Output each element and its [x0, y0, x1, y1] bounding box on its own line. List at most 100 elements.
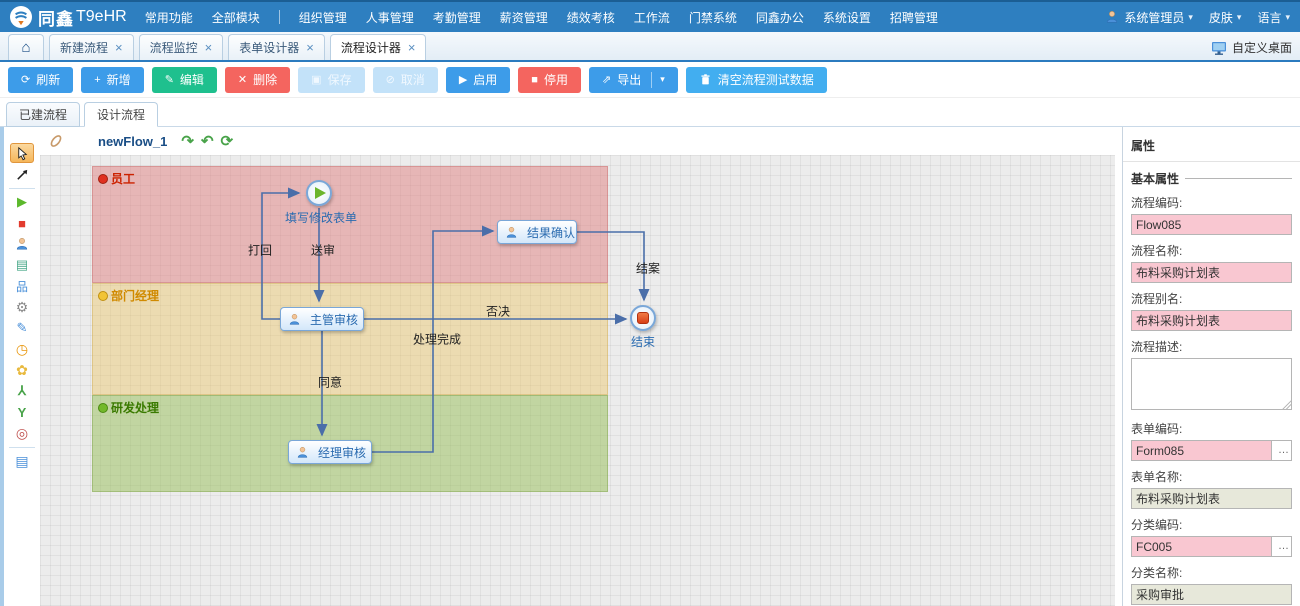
tab-home[interactable]: ⌂: [8, 34, 44, 60]
redo-icon[interactable]: ↷: [181, 132, 194, 150]
customize-desktop-button[interactable]: 自定义桌面: [1211, 39, 1292, 60]
clear-test-data-button[interactable]: 清空流程测试数据: [685, 66, 827, 93]
sync-icon[interactable]: ⟳: [220, 132, 234, 150]
join-icon: Y: [17, 404, 27, 420]
comment-tool[interactable]: ✎: [10, 318, 34, 338]
skin-menu[interactable]: 皮肤 ▾: [1208, 10, 1242, 25]
close-icon[interactable]: ×: [306, 40, 314, 55]
connection-tool[interactable]: [10, 164, 34, 184]
edge-label-close[interactable]: 结案: [635, 261, 661, 276]
app-logo: 同鑫 T9eHR: [10, 5, 127, 30]
left-panel-edge[interactable]: [0, 127, 4, 606]
end-node-tool[interactable]: ■: [10, 213, 34, 233]
auto-task-tool[interactable]: ▤: [10, 255, 34, 275]
fork-tool[interactable]: ⅄: [10, 381, 34, 401]
save-button[interactable]: ▣ 保存: [298, 66, 365, 93]
close-icon[interactable]: ×: [407, 40, 416, 55]
action-toolbar: ⟳ 刷新 + 新增 ✎ 编辑 ✕ 删除 ▣ 保存 ⊘ 取消 ▶ 启用 ■ 停用 …: [0, 62, 1300, 98]
stop-icon: ■: [18, 215, 26, 231]
form-name-label: 表单名称:: [1131, 470, 1183, 484]
person-icon: [288, 313, 301, 326]
auto-task-icon: ▤: [15, 257, 29, 272]
edge-label-veto[interactable]: 否决: [485, 304, 511, 319]
menu-payroll[interactable]: 薪资管理: [499, 10, 548, 25]
menu-access-control[interactable]: 门禁系统: [688, 10, 737, 25]
flow-name-label: 流程名称:: [1131, 244, 1183, 258]
flow-code-field[interactable]: [1131, 214, 1292, 235]
person-icon: [296, 446, 309, 459]
edge-label-reject[interactable]: 打回: [247, 243, 273, 258]
join-tool[interactable]: Y: [10, 402, 34, 422]
tab-flow-monitor[interactable]: 流程监控 ×: [138, 34, 224, 60]
edit-button[interactable]: ✎ 编辑: [151, 66, 217, 93]
panel-splitter[interactable]: [1115, 127, 1122, 606]
menu-org-management[interactable]: 组织管理: [298, 10, 347, 25]
edge-label-done[interactable]: 处理完成: [412, 332, 462, 347]
category-code-field[interactable]: [1131, 536, 1272, 557]
select-pointer-tool[interactable]: [10, 143, 34, 163]
form-code-field[interactable]: [1131, 440, 1272, 461]
undo-icon[interactable]: ↶: [200, 132, 214, 150]
delete-button[interactable]: ✕ 删除: [224, 66, 291, 93]
data-tool[interactable]: ◎: [10, 423, 34, 443]
menu-attendance[interactable]: 考勤管理: [432, 10, 481, 25]
add-button[interactable]: + 新增: [81, 66, 144, 93]
swimlane-rd-processing[interactable]: 研发处理: [92, 395, 608, 492]
chevron-down-icon[interactable]: ▾: [660, 74, 665, 84]
flow-title[interactable]: newFlow_1: [98, 133, 168, 149]
form-code-lookup-button[interactable]: …: [1272, 440, 1292, 461]
stop-icon: ■: [531, 73, 538, 86]
task-node-supervisor-review[interactable]: 主管审核: [280, 307, 364, 331]
end-node-label: 结束: [630, 335, 656, 349]
task-node-manager-review[interactable]: 经理审核: [288, 440, 372, 464]
end-node[interactable]: [630, 305, 656, 331]
plugin-tool[interactable]: ✿: [10, 360, 34, 380]
form-tool[interactable]: ▤: [10, 451, 34, 471]
tab-form-designer[interactable]: 表单设计器 ×: [228, 34, 325, 60]
flow-desc-field[interactable]: [1131, 358, 1292, 410]
start-node-tool[interactable]: ▶: [10, 192, 34, 212]
user-task-tool[interactable]: [10, 234, 34, 254]
refresh-button[interactable]: ⟳ 刷新: [8, 66, 74, 93]
x-icon: ✕: [237, 74, 248, 86]
paperclip-icon: [50, 135, 62, 147]
edge-close: [577, 231, 650, 302]
export-button[interactable]: ⇗ 导出 ▾: [588, 66, 678, 93]
menu-performance[interactable]: 绩效考核: [566, 10, 615, 25]
edge-label-agree[interactable]: 同意: [317, 375, 343, 390]
close-icon[interactable]: ×: [204, 40, 213, 55]
monitor-icon: [1211, 40, 1227, 56]
settings-tool[interactable]: ⚙: [10, 297, 34, 317]
flow-grid[interactable]: 员工 部门经理 研发处理: [40, 155, 1115, 606]
tab-new-flow[interactable]: 新建流程 ×: [49, 34, 134, 60]
subflow-tool[interactable]: 品: [10, 276, 34, 296]
flow-alias-field[interactable]: [1131, 310, 1292, 331]
category-code-lookup-button[interactable]: …: [1272, 536, 1292, 557]
close-icon[interactable]: ×: [115, 40, 123, 55]
flow-name-field[interactable]: [1131, 262, 1292, 283]
tab-design-flow[interactable]: 设计流程: [84, 102, 159, 127]
enable-button[interactable]: ▶ 启用: [445, 66, 511, 93]
tab-built-flows[interactable]: 已建流程: [6, 102, 81, 127]
language-menu[interactable]: 语言 ▾: [1257, 10, 1290, 25]
timer-tool[interactable]: ◷: [10, 339, 34, 359]
form-name-field: [1131, 488, 1292, 509]
menu-common-functions[interactable]: 常用功能: [144, 10, 193, 25]
task-node-result-confirm[interactable]: 结果确认: [497, 220, 577, 244]
menu-hr-management[interactable]: 人事管理: [365, 10, 414, 25]
tab-flow-designer[interactable]: 流程设计器 ×: [329, 34, 427, 60]
disable-button[interactable]: ■ 停用: [518, 66, 581, 93]
cancel-button[interactable]: ⊘ 取消: [372, 66, 438, 93]
edge-label-submit[interactable]: 送审: [310, 243, 336, 258]
menu-office[interactable]: 同鑫办公: [755, 10, 804, 25]
swimlane-dept-manager[interactable]: 部门经理: [92, 283, 608, 395]
lane-name: 员工: [111, 172, 136, 186]
current-user-menu[interactable]: 系统管理员 ▾: [1105, 9, 1193, 26]
stop-icon: [637, 312, 649, 324]
menu-workflow[interactable]: 工作流: [633, 10, 670, 25]
menu-recruitment[interactable]: 招聘管理: [889, 10, 938, 25]
menu-system-settings[interactable]: 系统设置: [822, 10, 871, 25]
start-node[interactable]: [306, 180, 332, 206]
menu-all-modules[interactable]: 全部模块: [211, 10, 260, 25]
chevron-down-icon: ▾: [1285, 11, 1290, 22]
